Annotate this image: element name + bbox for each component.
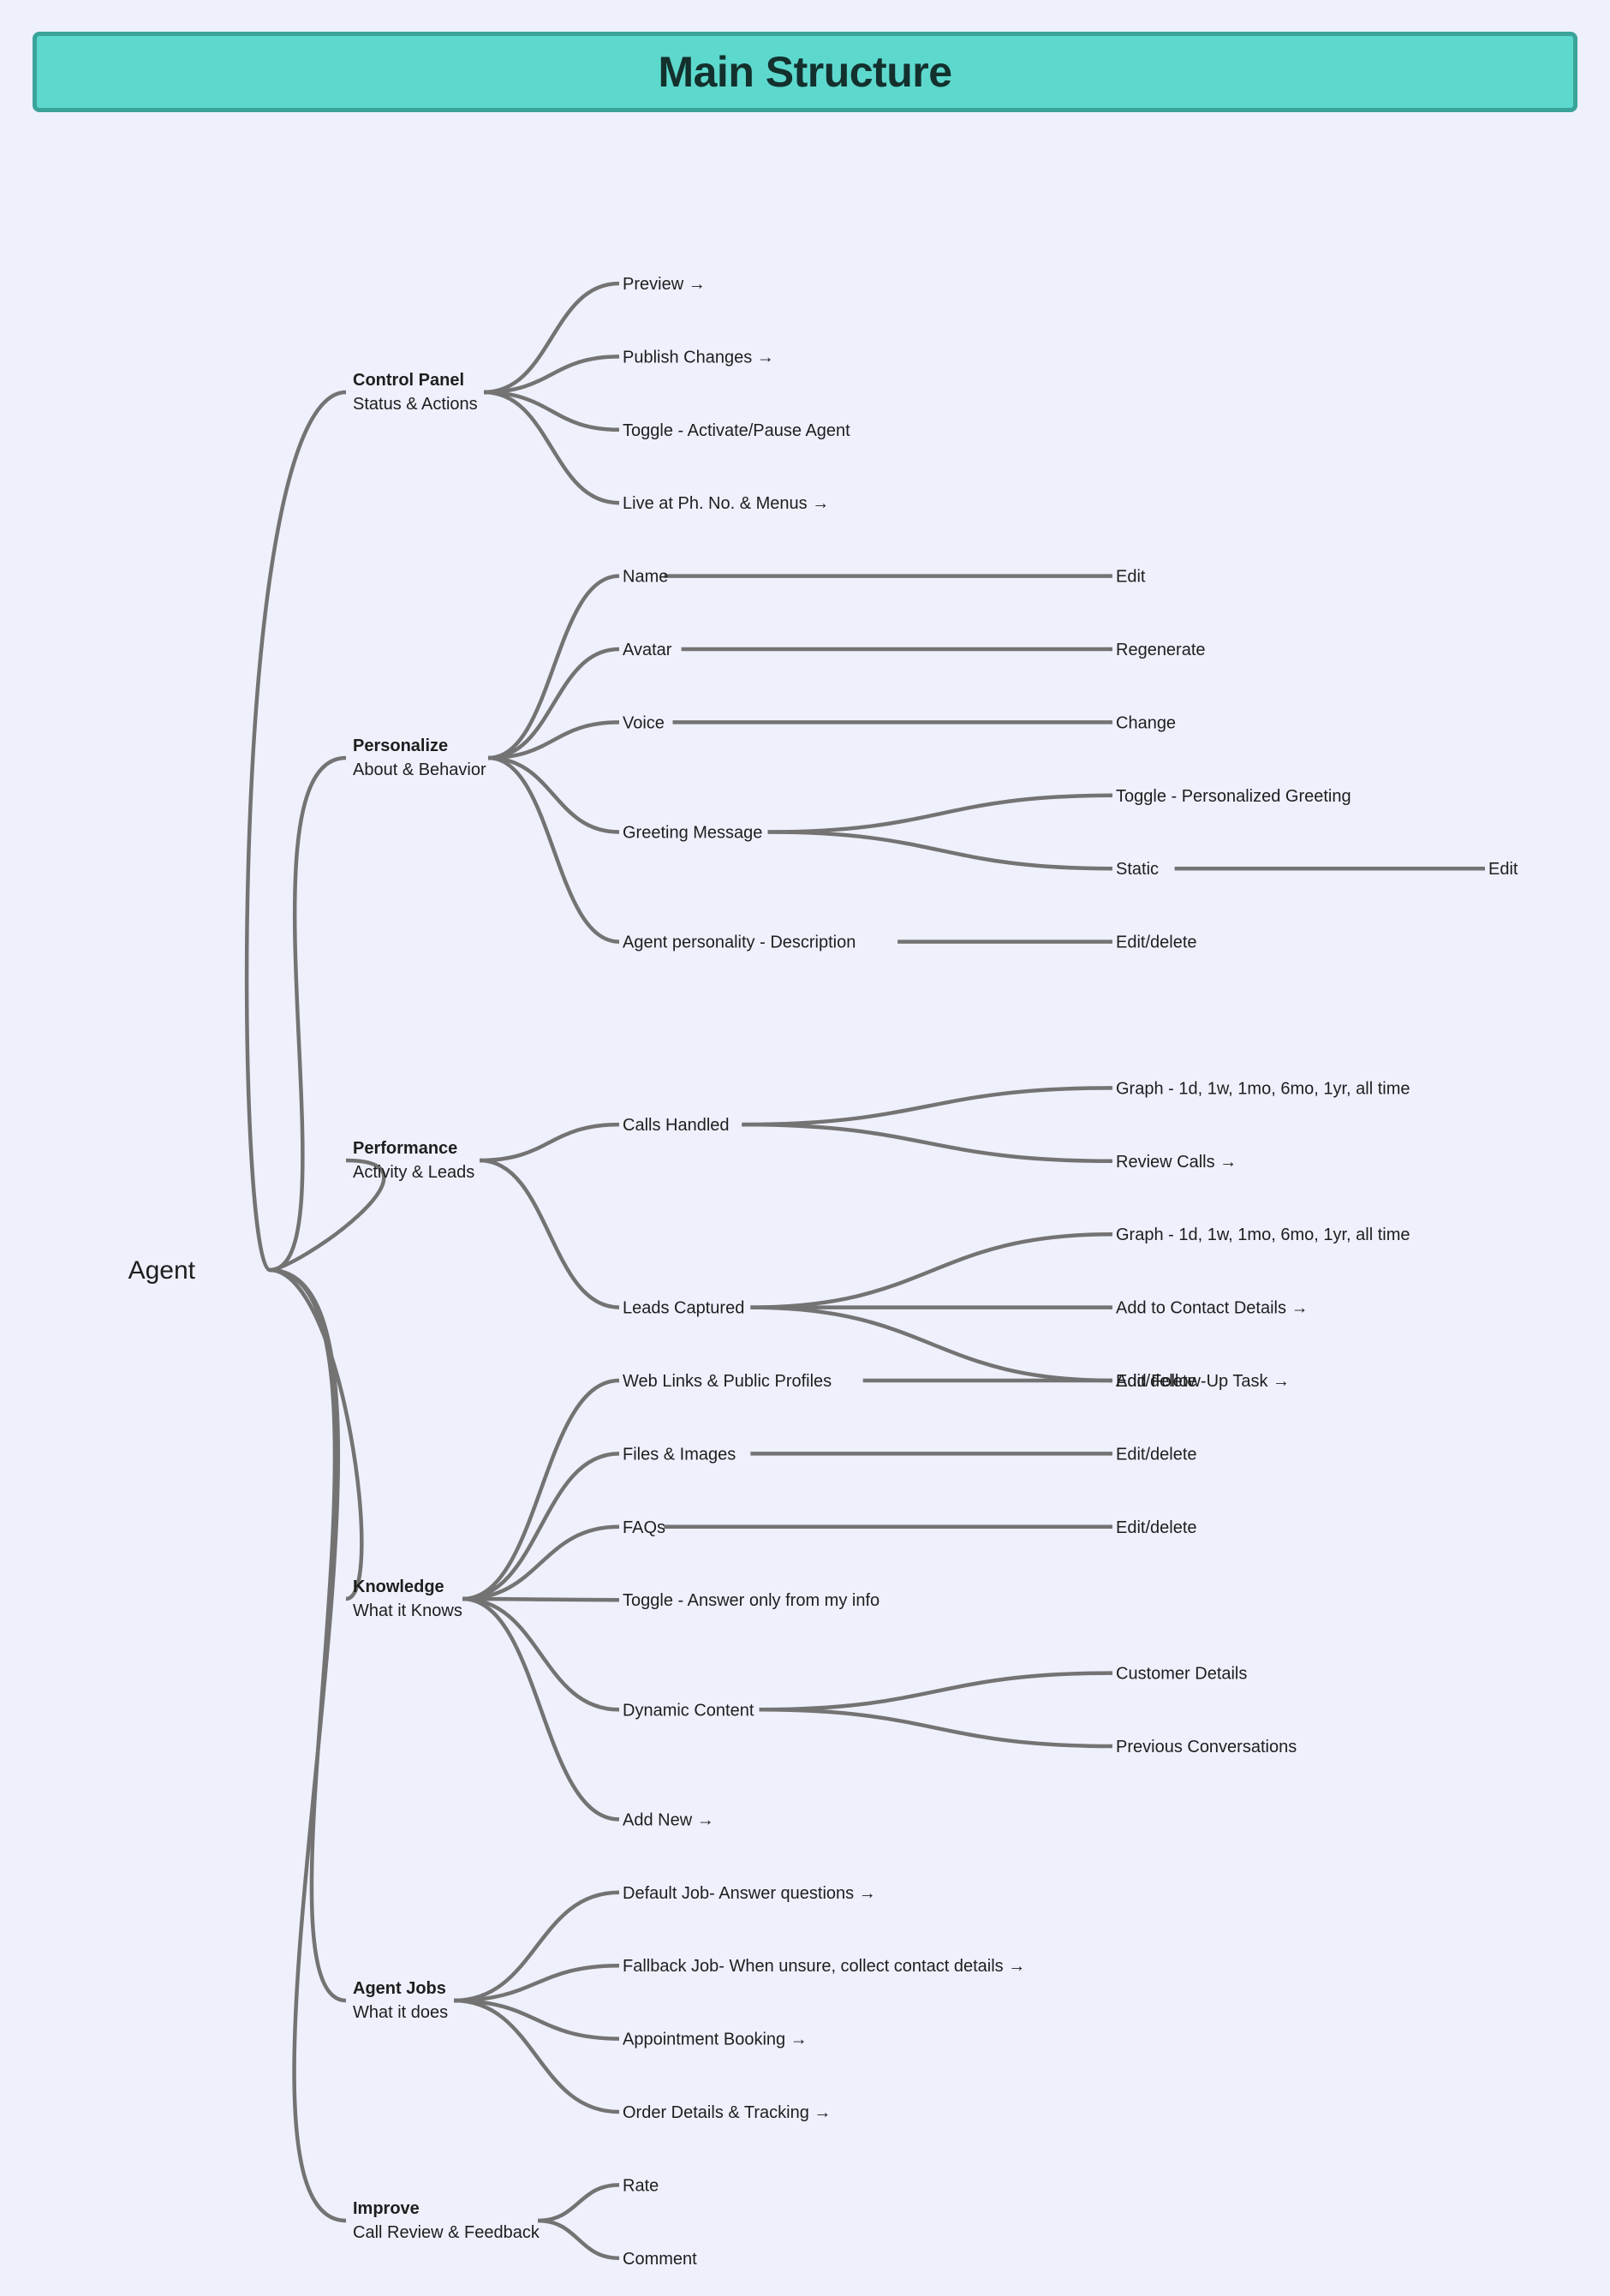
node-files-edit[interactable]: Edit/delete — [1116, 1445, 1197, 1464]
branch-subtitle-agent-jobs: What it does — [353, 2003, 448, 2022]
edge-control-panel-live-at — [483, 390, 620, 505]
node-leads-graph[interactable]: Graph - 1d, 1w, 1mo, 6mo, 1yr, all time — [1116, 1226, 1410, 1244]
node-agent-personality[interactable]: Agent personality - Description — [623, 933, 856, 952]
edge-root-improve — [269, 1267, 347, 2223]
edge-knowledge-faqs — [462, 1524, 620, 1601]
node-static[interactable]: Static — [1116, 860, 1159, 879]
edge-leads-captured-leads-graph — [750, 1231, 1113, 1309]
edge-control-panel-toggle-activate — [483, 390, 620, 432]
root-node-agent: Agent — [128, 1256, 196, 1285]
node-web-links-edit[interactable]: Edit/delete — [1116, 1372, 1197, 1391]
node-static-edit[interactable]: Edit — [1488, 860, 1518, 879]
edge-knowledge-files-images — [462, 1452, 620, 1601]
branch-title-control-panel[interactable]: Control Panel — [353, 371, 464, 390]
node-add-contact-details[interactable]: Add to Contact Details → — [1116, 1299, 1309, 1318]
node-leads-captured[interactable]: Leads Captured — [623, 1299, 744, 1318]
edge-calls-handled-review-calls — [742, 1122, 1113, 1164]
branch-title-agent-jobs[interactable]: Agent Jobs — [353, 1979, 446, 1998]
node-appointment-booking[interactable]: Appointment Booking → — [623, 2031, 808, 2049]
branch-subtitle-knowledge: What it Knows — [353, 1601, 462, 1620]
node-calls-handled[interactable]: Calls Handled — [623, 1116, 730, 1135]
node-add-follow-up[interactable]: Add Follow-Up Task → — [1116, 1372, 1290, 1391]
node-comment[interactable]: Comment — [623, 2250, 697, 2269]
edge-root-control-panel — [244, 390, 347, 1273]
edge-performance-calls-handled — [479, 1122, 620, 1163]
edge-agent-jobs-order-details — [453, 1998, 620, 2114]
node-toggle-personalized-greeting[interactable]: Toggle - Personalized Greeting — [1116, 787, 1351, 806]
edge-performance-leads-captured — [479, 1158, 620, 1309]
node-publish-changes[interactable]: Publish Changes → — [623, 348, 774, 367]
edge-personalize-name — [487, 574, 620, 760]
edge-knowledge-dynamic-content — [462, 1596, 620, 1712]
edge-improve-rate — [537, 2183, 620, 2223]
header-bar: Main Structure — [33, 32, 1577, 112]
branch-title-improve[interactable]: Improve — [353, 2199, 420, 2218]
node-name[interactable]: Name — [623, 568, 668, 587]
edge-personalize-voice — [487, 720, 620, 760]
node-live-at[interactable]: Live at Ph. No. & Menus → — [623, 494, 829, 513]
edge-knowledge-toggle-answer-only — [462, 1596, 620, 1602]
branch-title-performance[interactable]: Performance — [353, 1139, 457, 1158]
edge-root-knowledge — [269, 1267, 364, 1601]
branch-title-knowledge[interactable]: Knowledge — [353, 1577, 444, 1596]
branch-subtitle-control-panel: Status & Actions — [353, 395, 478, 414]
node-toggle-activate[interactable]: Toggle - Activate/Pause Agent — [623, 421, 850, 440]
edge-personalize-greeting-message — [487, 755, 620, 834]
edge-root-agent-jobs — [269, 1267, 347, 2003]
node-avatar[interactable]: Avatar — [623, 641, 672, 659]
edge-calls-handled-calls-graph — [742, 1086, 1113, 1127]
node-name-edit[interactable]: Edit — [1116, 568, 1146, 587]
node-calls-graph[interactable]: Graph - 1d, 1w, 1mo, 6mo, 1yr, all time — [1116, 1079, 1410, 1098]
node-fallback-job[interactable]: Fallback Job- When unsure, collect conta… — [623, 1957, 1025, 1976]
connector-lines — [244, 281, 1485, 2261]
branch-subtitle-personalize: About & Behavior — [353, 760, 486, 779]
edge-dynamic-content-customer-details — [759, 1671, 1113, 1712]
edge-greeting-message-static — [767, 830, 1113, 871]
node-personality-edit-delete[interactable]: Edit/delete — [1116, 933, 1197, 952]
node-web-links[interactable]: Web Links & Public Profiles — [623, 1372, 832, 1391]
edge-control-panel-publish-changes — [483, 355, 620, 395]
edge-agent-jobs-default-job — [453, 1890, 620, 2003]
node-add-new[interactable]: Add New → — [623, 1810, 714, 1829]
edge-knowledge-web-links — [462, 1378, 620, 1601]
edge-personalize-avatar — [487, 647, 620, 760]
edge-improve-comment — [537, 2218, 620, 2261]
branch-title-personalize[interactable]: Personalize — [353, 737, 448, 755]
node-greeting-message[interactable]: Greeting Message — [623, 824, 762, 843]
node-order-details[interactable]: Order Details & Tracking → — [623, 2103, 831, 2122]
node-voice-change[interactable]: Change — [1116, 713, 1176, 732]
edge-control-panel-preview — [483, 281, 620, 395]
edge-agent-jobs-fallback-job — [453, 1963, 620, 2003]
node-preview[interactable]: Preview → — [623, 275, 706, 294]
edge-dynamic-content-previous-conversations — [759, 1708, 1113, 1749]
edge-personalize-agent-personality — [487, 755, 620, 944]
node-voice[interactable]: Voice — [623, 713, 665, 732]
node-rate[interactable]: Rate — [623, 2176, 659, 2195]
edge-greeting-message-toggle-personalized-greeting — [767, 793, 1113, 834]
node-faqs-edit[interactable]: Edit/delete — [1116, 1518, 1197, 1537]
node-customer-details[interactable]: Customer Details — [1116, 1665, 1247, 1684]
node-toggle-answer-only[interactable]: Toggle - Answer only from my info — [623, 1591, 880, 1610]
node-faqs[interactable]: FAQs — [623, 1518, 665, 1537]
node-previous-conversations[interactable]: Previous Conversations — [1116, 1738, 1297, 1756]
edge-leads-captured-add-follow-up — [750, 1305, 1113, 1383]
branch-subtitle-performance: Activity & Leads — [353, 1163, 474, 1182]
node-default-job[interactable]: Default Job- Answer questions → — [623, 1884, 876, 1903]
page-title: Main Structure — [658, 48, 952, 96]
branch-subtitle-improve: Call Review & Feedback — [353, 2223, 540, 2242]
node-avatar-regenerate[interactable]: Regenerate — [1116, 641, 1206, 659]
edge-root-personalize — [269, 755, 347, 1273]
node-dynamic-content[interactable]: Dynamic Content — [623, 1701, 754, 1720]
edge-agent-jobs-appointment-booking — [453, 1998, 620, 2041]
edge-root-performance — [269, 1158, 386, 1273]
edge-knowledge-add-new — [462, 1596, 620, 1822]
node-files-images[interactable]: Files & Images — [623, 1445, 736, 1464]
node-review-calls[interactable]: Review Calls → — [1116, 1153, 1237, 1172]
